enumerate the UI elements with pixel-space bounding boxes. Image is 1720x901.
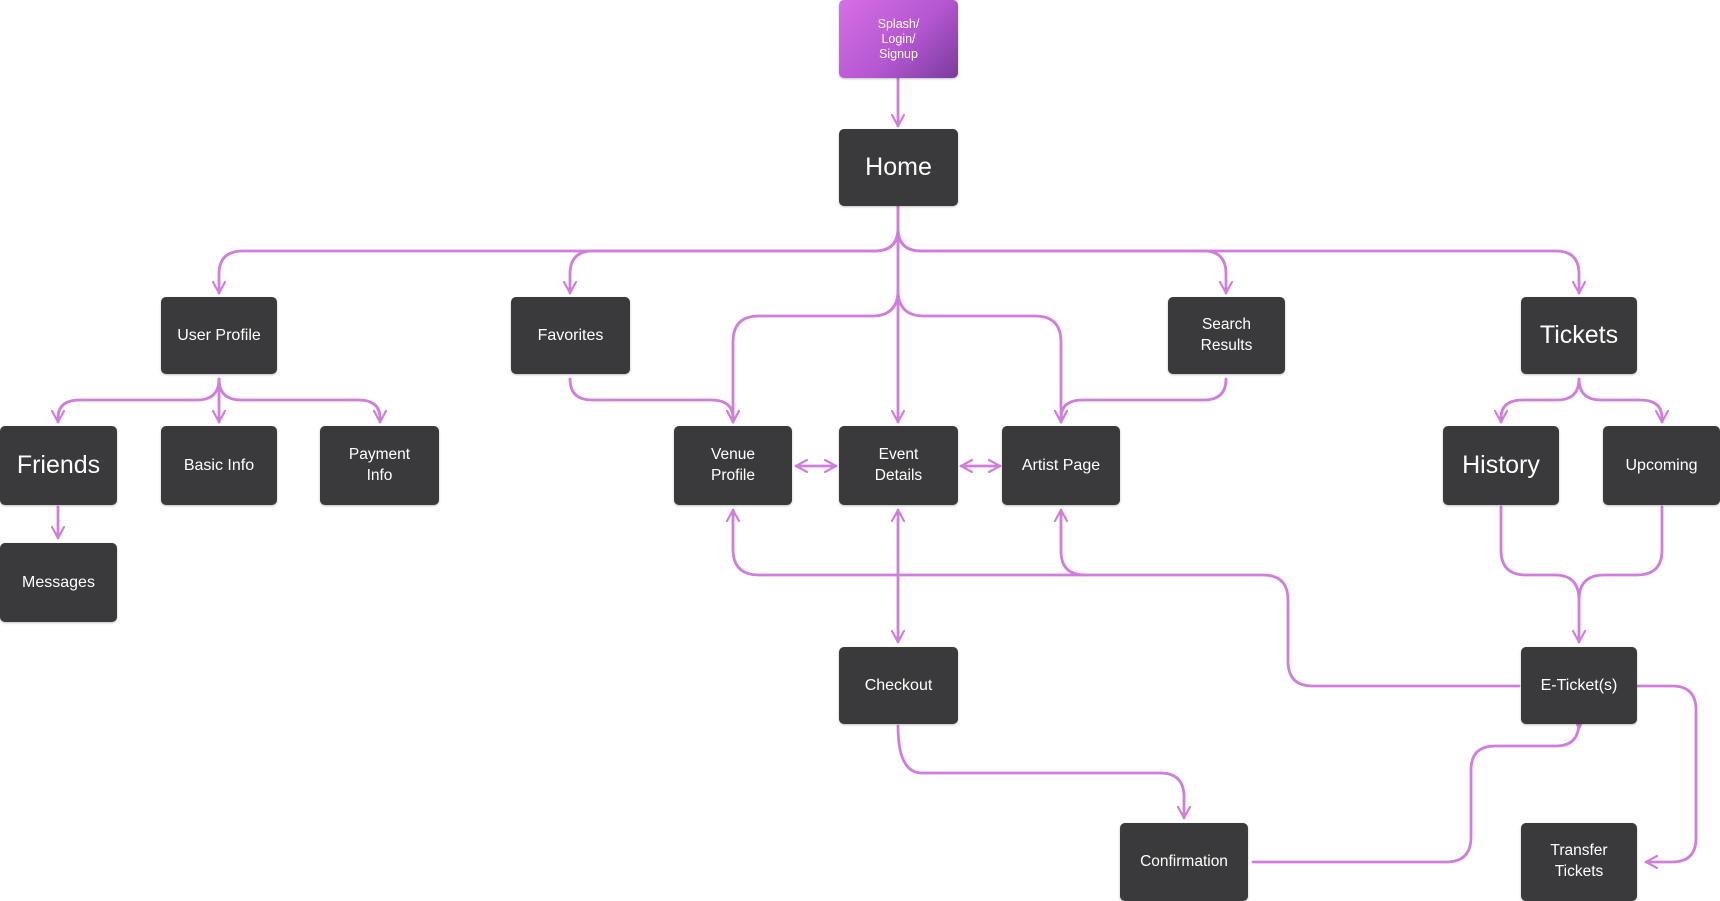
arrow-etickets-venue-profile	[733, 508, 1521, 688]
arrow-home-venue-profile	[733, 288, 900, 424]
node-tickets: Tickets	[1521, 297, 1637, 374]
arrow-history-etickets	[1499, 505, 1579, 644]
node-home: Home	[839, 129, 958, 206]
node-upcoming: Upcoming	[1603, 426, 1720, 505]
arrow-etickets-transfer	[1636, 684, 1698, 862]
node-venue-profile: Venue Profile	[674, 426, 792, 505]
node-messages: Messages	[0, 543, 117, 622]
arrow-user-profile-payment-info	[217, 377, 380, 424]
node-basic-info: Basic Info	[161, 426, 277, 505]
arrow-search-results-artist-page	[1061, 377, 1228, 424]
arrow-home-tickets	[896, 226, 1579, 295]
arrow-upcoming-etickets	[1577, 505, 1664, 602]
node-payment-info: Payment Info	[320, 426, 439, 505]
node-history: History	[1443, 426, 1559, 505]
arrow-tickets-upcoming	[1577, 377, 1662, 424]
arrow-confirmation-etickets	[1251, 722, 1579, 864]
arrow-home-favorites	[570, 226, 900, 295]
arrow-tickets-history	[1501, 377, 1581, 424]
node-friends: Friends	[0, 426, 117, 505]
node-transfer-tickets: Transfer Tickets	[1521, 823, 1637, 901]
node-artist-page: Artist Page	[1002, 426, 1120, 505]
node-splash-login-signup: Splash/ Login/ Signup	[839, 0, 958, 78]
node-favorites: Favorites	[511, 297, 630, 374]
arrow-home-user-profile	[219, 226, 900, 295]
arrow-user-profile-friends	[58, 377, 221, 424]
node-checkout: Checkout	[839, 647, 958, 724]
node-event-details: Event Details	[839, 426, 958, 505]
arrow-favorites-venue-profile	[568, 377, 733, 424]
node-e-tickets: E-Ticket(s)	[1521, 647, 1637, 724]
node-search-results: Search Results	[1168, 297, 1285, 374]
arrow-checkout-confirmation	[896, 724, 1184, 820]
node-user-profile: User Profile	[161, 297, 277, 374]
arrow-etickets-artist-page	[1061, 508, 1087, 577]
node-confirmation: Confirmation	[1120, 823, 1248, 901]
arrow-home-artist-page	[896, 288, 1061, 424]
arrow-home-search-results	[896, 226, 1226, 295]
